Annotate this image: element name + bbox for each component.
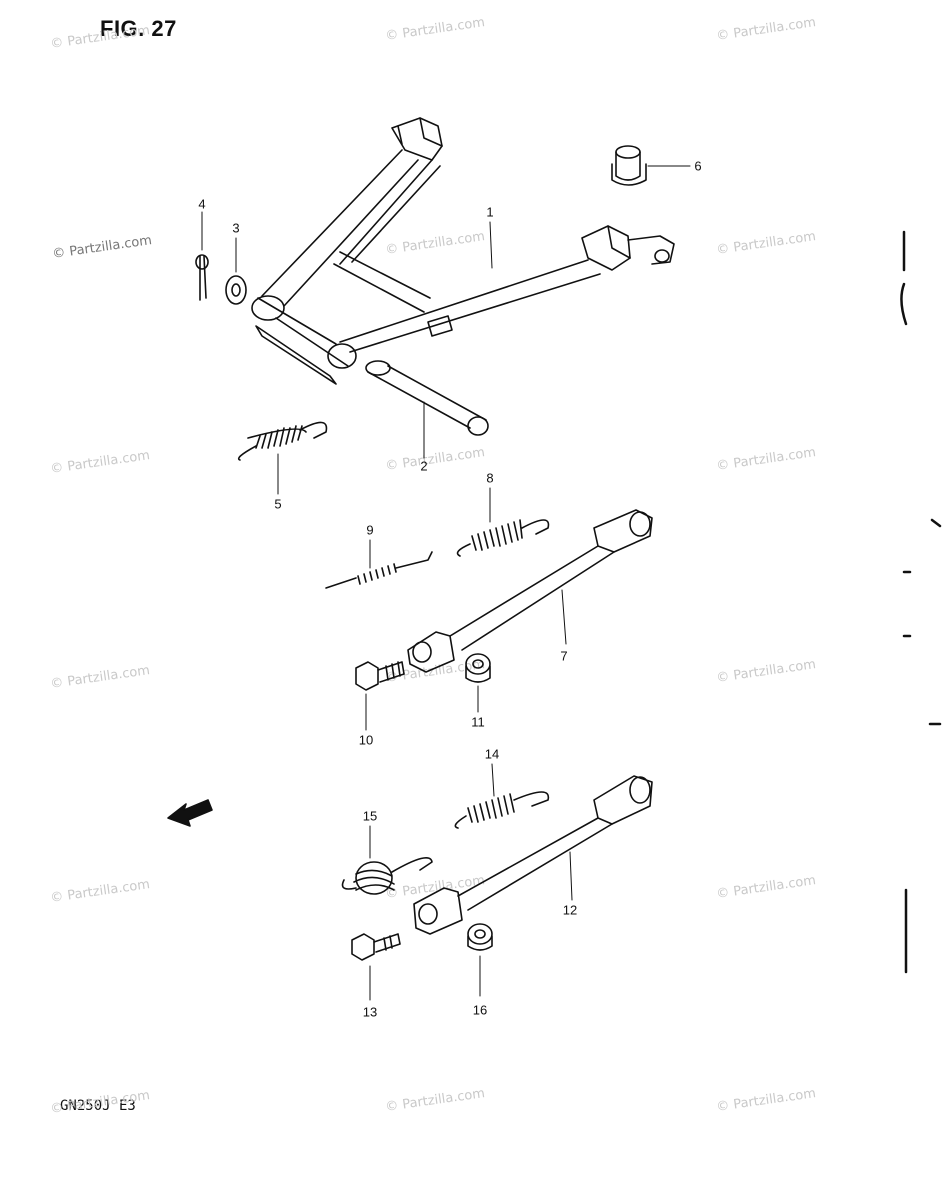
spring-part-5 <box>237 421 328 495</box>
callout-9: 9 <box>366 522 374 538</box>
spring-part-9 <box>325 539 433 589</box>
callout-6: 6 <box>694 158 702 174</box>
washer-part-3 <box>225 237 247 305</box>
callout-7: 7 <box>560 648 568 664</box>
spring-part-14 <box>454 763 550 829</box>
callout-13: 13 <box>362 1004 378 1020</box>
fwd-arrow-icon <box>167 799 213 827</box>
callout-16: 16 <box>472 1002 488 1018</box>
bolt-part-13 <box>351 933 401 1001</box>
callout-4: 4 <box>198 196 206 212</box>
side-stand-part-12 <box>413 775 653 935</box>
callout-11: 11 <box>471 714 485 730</box>
cotter-pin-part-4 <box>195 211 209 301</box>
spring-part-8 <box>456 487 550 557</box>
pivot-shaft-part-2 <box>365 360 489 459</box>
callout-10: 10 <box>358 732 374 748</box>
nut-part-11 <box>465 653 491 713</box>
callout-3: 3 <box>232 220 240 236</box>
model-code: GN250J E3 <box>60 1098 136 1114</box>
scan-edge-marks <box>900 230 942 974</box>
bolt-part-10 <box>355 661 405 731</box>
center-stand-part-1 <box>251 117 675 385</box>
figure-title: FIG. 27 <box>100 16 177 41</box>
side-stand-part-7 <box>407 509 653 673</box>
spring-part-15 <box>341 825 433 895</box>
callout-2: 2 <box>420 458 428 474</box>
callout-12: 12 <box>562 902 578 918</box>
stopper-part-6 <box>611 145 691 186</box>
callout-5: 5 <box>274 496 282 512</box>
collar-part-16 <box>467 923 493 997</box>
callout-15: 15 <box>362 808 378 824</box>
callout-14: 14 <box>484 746 500 762</box>
callout-8: 8 <box>486 470 494 486</box>
callout-1: 1 <box>486 204 494 220</box>
